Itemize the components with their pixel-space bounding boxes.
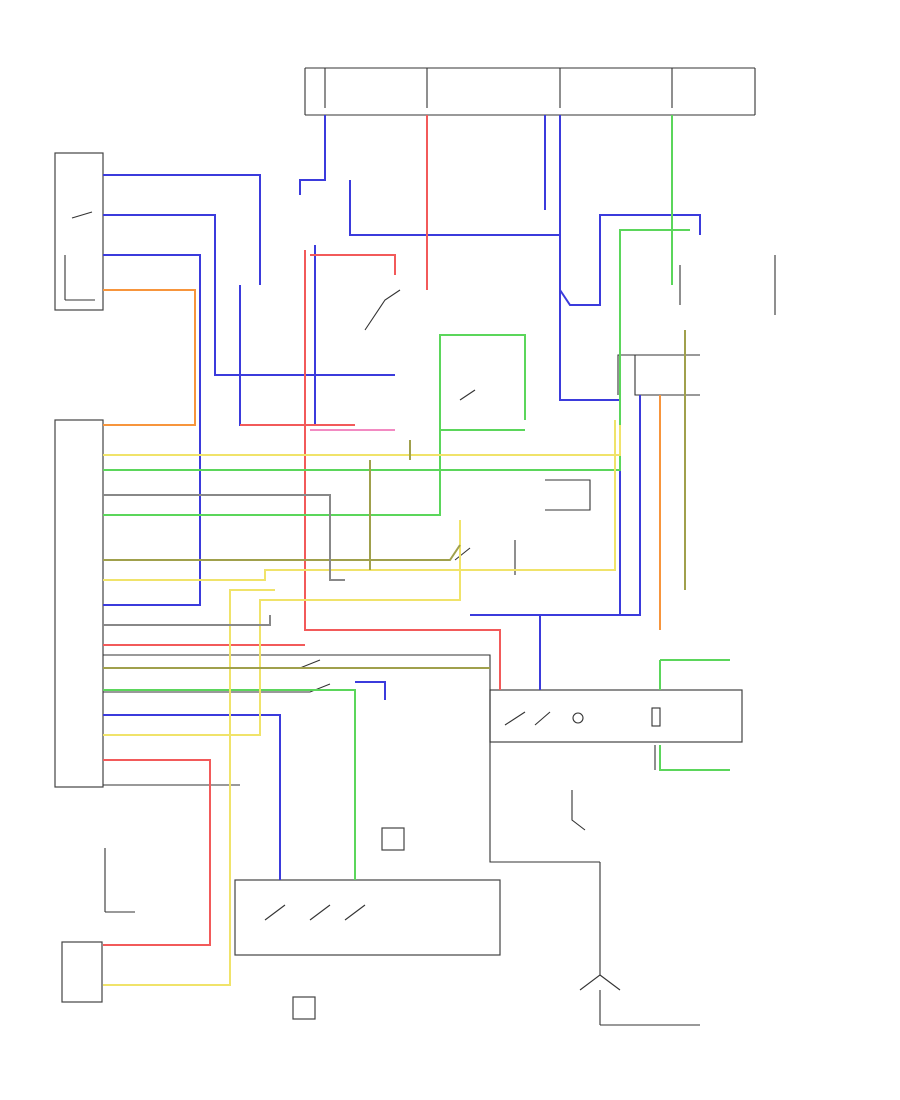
wiring-traces	[103, 115, 730, 986]
main-switch-box	[54, 152, 104, 311]
component-outlines	[54, 67, 776, 1026]
connector-box-1	[381, 827, 405, 851]
tcm-box	[61, 941, 103, 1003]
control-module-box	[54, 419, 104, 788]
combination-switch-box	[234, 879, 501, 956]
control-unit-box	[489, 689, 743, 743]
connector-box-2	[292, 996, 316, 1020]
